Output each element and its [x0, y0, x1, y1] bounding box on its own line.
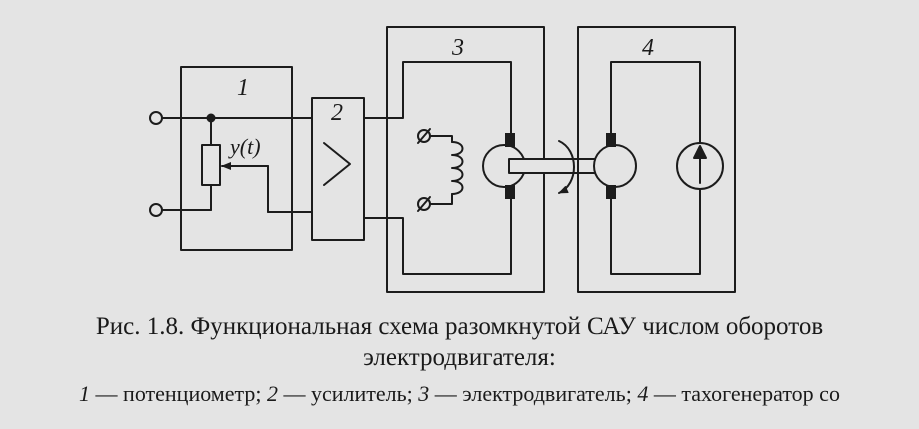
- input-terminal-bottom[interactable]: [149, 203, 163, 217]
- wire-tacho-top: [610, 61, 701, 144]
- field-winding-coil: [451, 141, 464, 195]
- legend-item-3: 3 — электродвигатель;: [418, 381, 638, 406]
- potentiometer-resistor: [201, 144, 221, 186]
- tacho-brush-top: [606, 133, 616, 147]
- rotation-arrow: [558, 140, 575, 194]
- field-wire-top: [429, 135, 453, 143]
- figure-caption-continued: электродвигателя:: [363, 344, 556, 371]
- motor-brush-bottom: [505, 185, 515, 199]
- field-wire-bottom: [429, 193, 453, 205]
- tachogenerator-armature: [593, 144, 637, 188]
- tacho-brush-bottom: [606, 185, 616, 199]
- wire-amp-to-motor-top: [363, 61, 512, 134]
- functional-diagram: 1 y(t) 2 3 4: [149, 26, 736, 293]
- wire-amp-to-motor-bottom: [363, 197, 512, 275]
- block-4-label: 4: [642, 35, 654, 61]
- block-2-label: 2: [331, 100, 343, 126]
- block-1-potentiometer: [180, 66, 293, 251]
- block-4-tachogenerator: [577, 26, 736, 293]
- legend-item-2: 2 — усилитель;: [267, 381, 419, 406]
- wire-tacho-bottom: [610, 188, 701, 275]
- field-terminal-top-slash: [417, 128, 431, 144]
- legend-item-1: 1 — потенциометр;: [79, 381, 267, 406]
- block-2-amplifier: [311, 97, 365, 241]
- input-terminal-top[interactable]: [149, 111, 163, 125]
- amplifier-symbol: [323, 142, 351, 186]
- motor-brush-top: [505, 133, 515, 147]
- legend-item-4: 4 — тахогенератор со: [637, 381, 840, 406]
- block-1-label: 1: [237, 75, 249, 101]
- signal-label: y(t): [228, 134, 261, 159]
- figure-caption: Рис. 1.8. Функциональная схема разомкнут…: [95, 313, 824, 340]
- voltmeter-needle-head: [693, 145, 707, 159]
- field-terminal-bottom-slash: [417, 196, 431, 212]
- block-3-label: 3: [451, 35, 464, 61]
- figure-legend: 1 — потенциометр; 2 — усилитель; 3 — эле…: [0, 380, 919, 408]
